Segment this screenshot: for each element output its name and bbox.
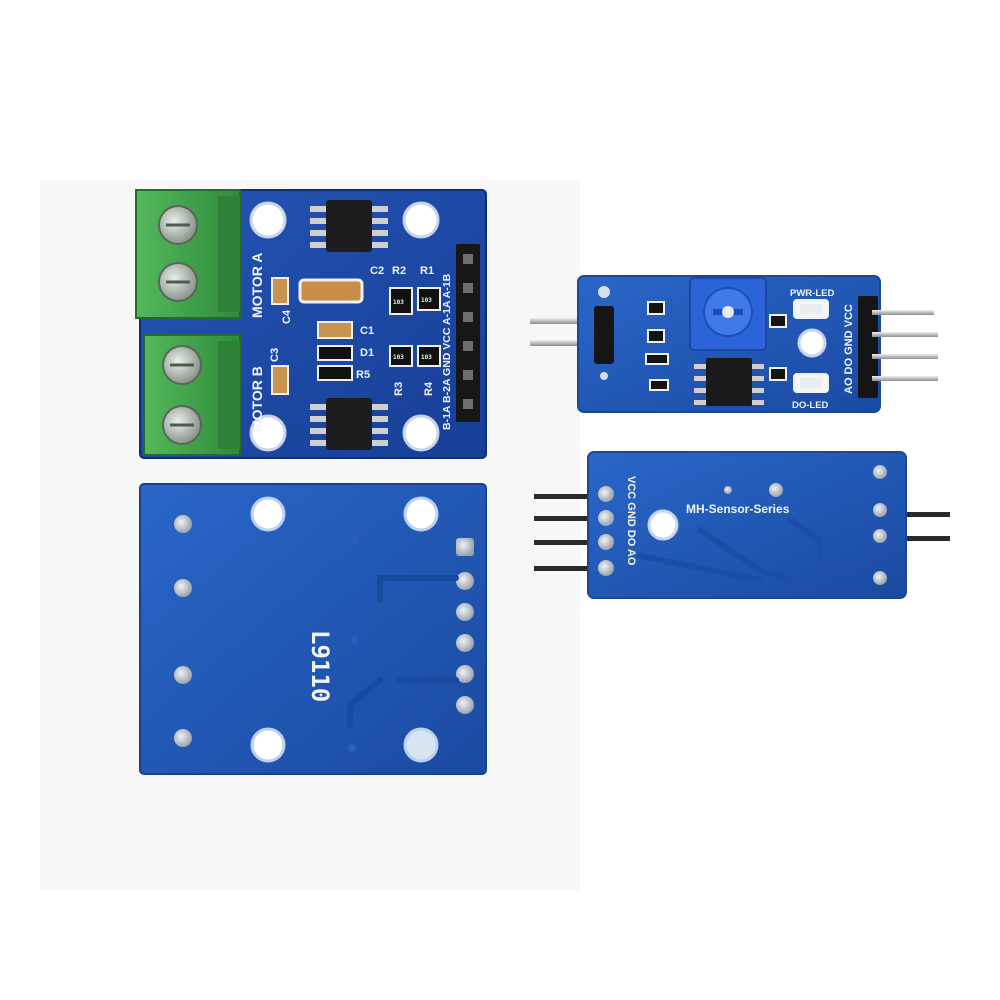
do-led (793, 373, 829, 393)
resistor-r5 (317, 365, 353, 381)
chip-mark-label: L9110 (306, 630, 334, 702)
mounting-hole (797, 328, 827, 358)
pwr-led-label: PWR-LED (790, 288, 834, 299)
motor-a-label: MOTOR A (249, 253, 265, 318)
mounting-hole (250, 727, 286, 763)
resistor-r3: 103 (389, 345, 413, 367)
sensor-module-back: VCC GND DO AO MH-Sensor-Series (534, 451, 950, 599)
label-r1: R1 (420, 265, 434, 277)
solder-pads-left (174, 515, 192, 747)
svg-text:103: 103 (421, 354, 432, 361)
pins-left-back (534, 494, 596, 571)
comparator-chip (694, 358, 764, 406)
vias (348, 536, 359, 752)
resistor-r2: 103 (389, 287, 413, 315)
motor-b-label: MOTOR B (249, 366, 265, 432)
right-pads-back (724, 465, 887, 585)
mounting-hole (250, 496, 286, 532)
l9110-driver-board-back: L9110 (139, 483, 487, 775)
mounting-hole (249, 201, 287, 239)
pins-right-back (900, 512, 950, 541)
screw-terminal-motor-b (143, 334, 241, 456)
label-d1: D1 (360, 347, 374, 359)
capacitor-c3 (271, 365, 289, 395)
pin-header-6 (456, 244, 480, 422)
mounting-hole (647, 509, 679, 541)
sensor-front-pin-labels: AO DO GND VCC (843, 304, 855, 394)
sensor-module-front: PWR-LED DO-LED AO DO GND VCC (530, 275, 938, 413)
capacitor-c4 (271, 277, 289, 305)
sensor-back-pin-labels: VCC GND DO AO (625, 476, 637, 566)
diode-d1 (317, 345, 353, 361)
pins-left (530, 318, 600, 346)
svg-text:103: 103 (393, 354, 404, 361)
svg-text:103: 103 (421, 297, 432, 304)
ic-chip-bottom (310, 398, 388, 450)
pcb-traces (347, 575, 459, 728)
smd-components (645, 301, 787, 391)
label-c4: C4 (281, 309, 293, 324)
mounting-hole (402, 201, 440, 239)
label-c1: C1 (360, 325, 374, 337)
svg-text:103: 103 (393, 299, 404, 306)
label-r3: R3 (393, 382, 405, 396)
pin-header-4 (858, 296, 878, 398)
mounting-hole (402, 414, 440, 452)
screw-terminal-motor-a (135, 189, 241, 319)
series-name-label: MH-Sensor-Series (686, 502, 790, 516)
potentiometer (689, 277, 767, 351)
pins-right (872, 310, 938, 381)
pcb-traces-back (637, 517, 823, 583)
label-c3: C3 (269, 348, 281, 362)
label-r5: R5 (356, 369, 370, 381)
resistor-r1: 103 (417, 287, 441, 311)
mounting-hole (403, 496, 439, 532)
mounting-hole (403, 727, 439, 763)
label-c2: C2 (370, 265, 384, 277)
solder-pads-right (456, 538, 474, 714)
mounting-hole (249, 414, 287, 452)
capacitor-c2 (298, 278, 364, 304)
left-pads-back (598, 486, 614, 576)
label-r2: R2 (392, 265, 406, 277)
l9110-driver-board-front: MOTOR A MOTOR B (135, 189, 487, 459)
header-pin-labels: B-1A B-2A GND VCC A-1A A-1B (441, 273, 453, 430)
ic-chip-top (310, 200, 388, 252)
resistor-r4: 103 (417, 345, 441, 367)
capacitor-c1 (317, 321, 353, 339)
label-r4: R4 (423, 381, 435, 396)
pwr-led (793, 299, 829, 319)
do-led-label: DO-LED (792, 400, 829, 411)
